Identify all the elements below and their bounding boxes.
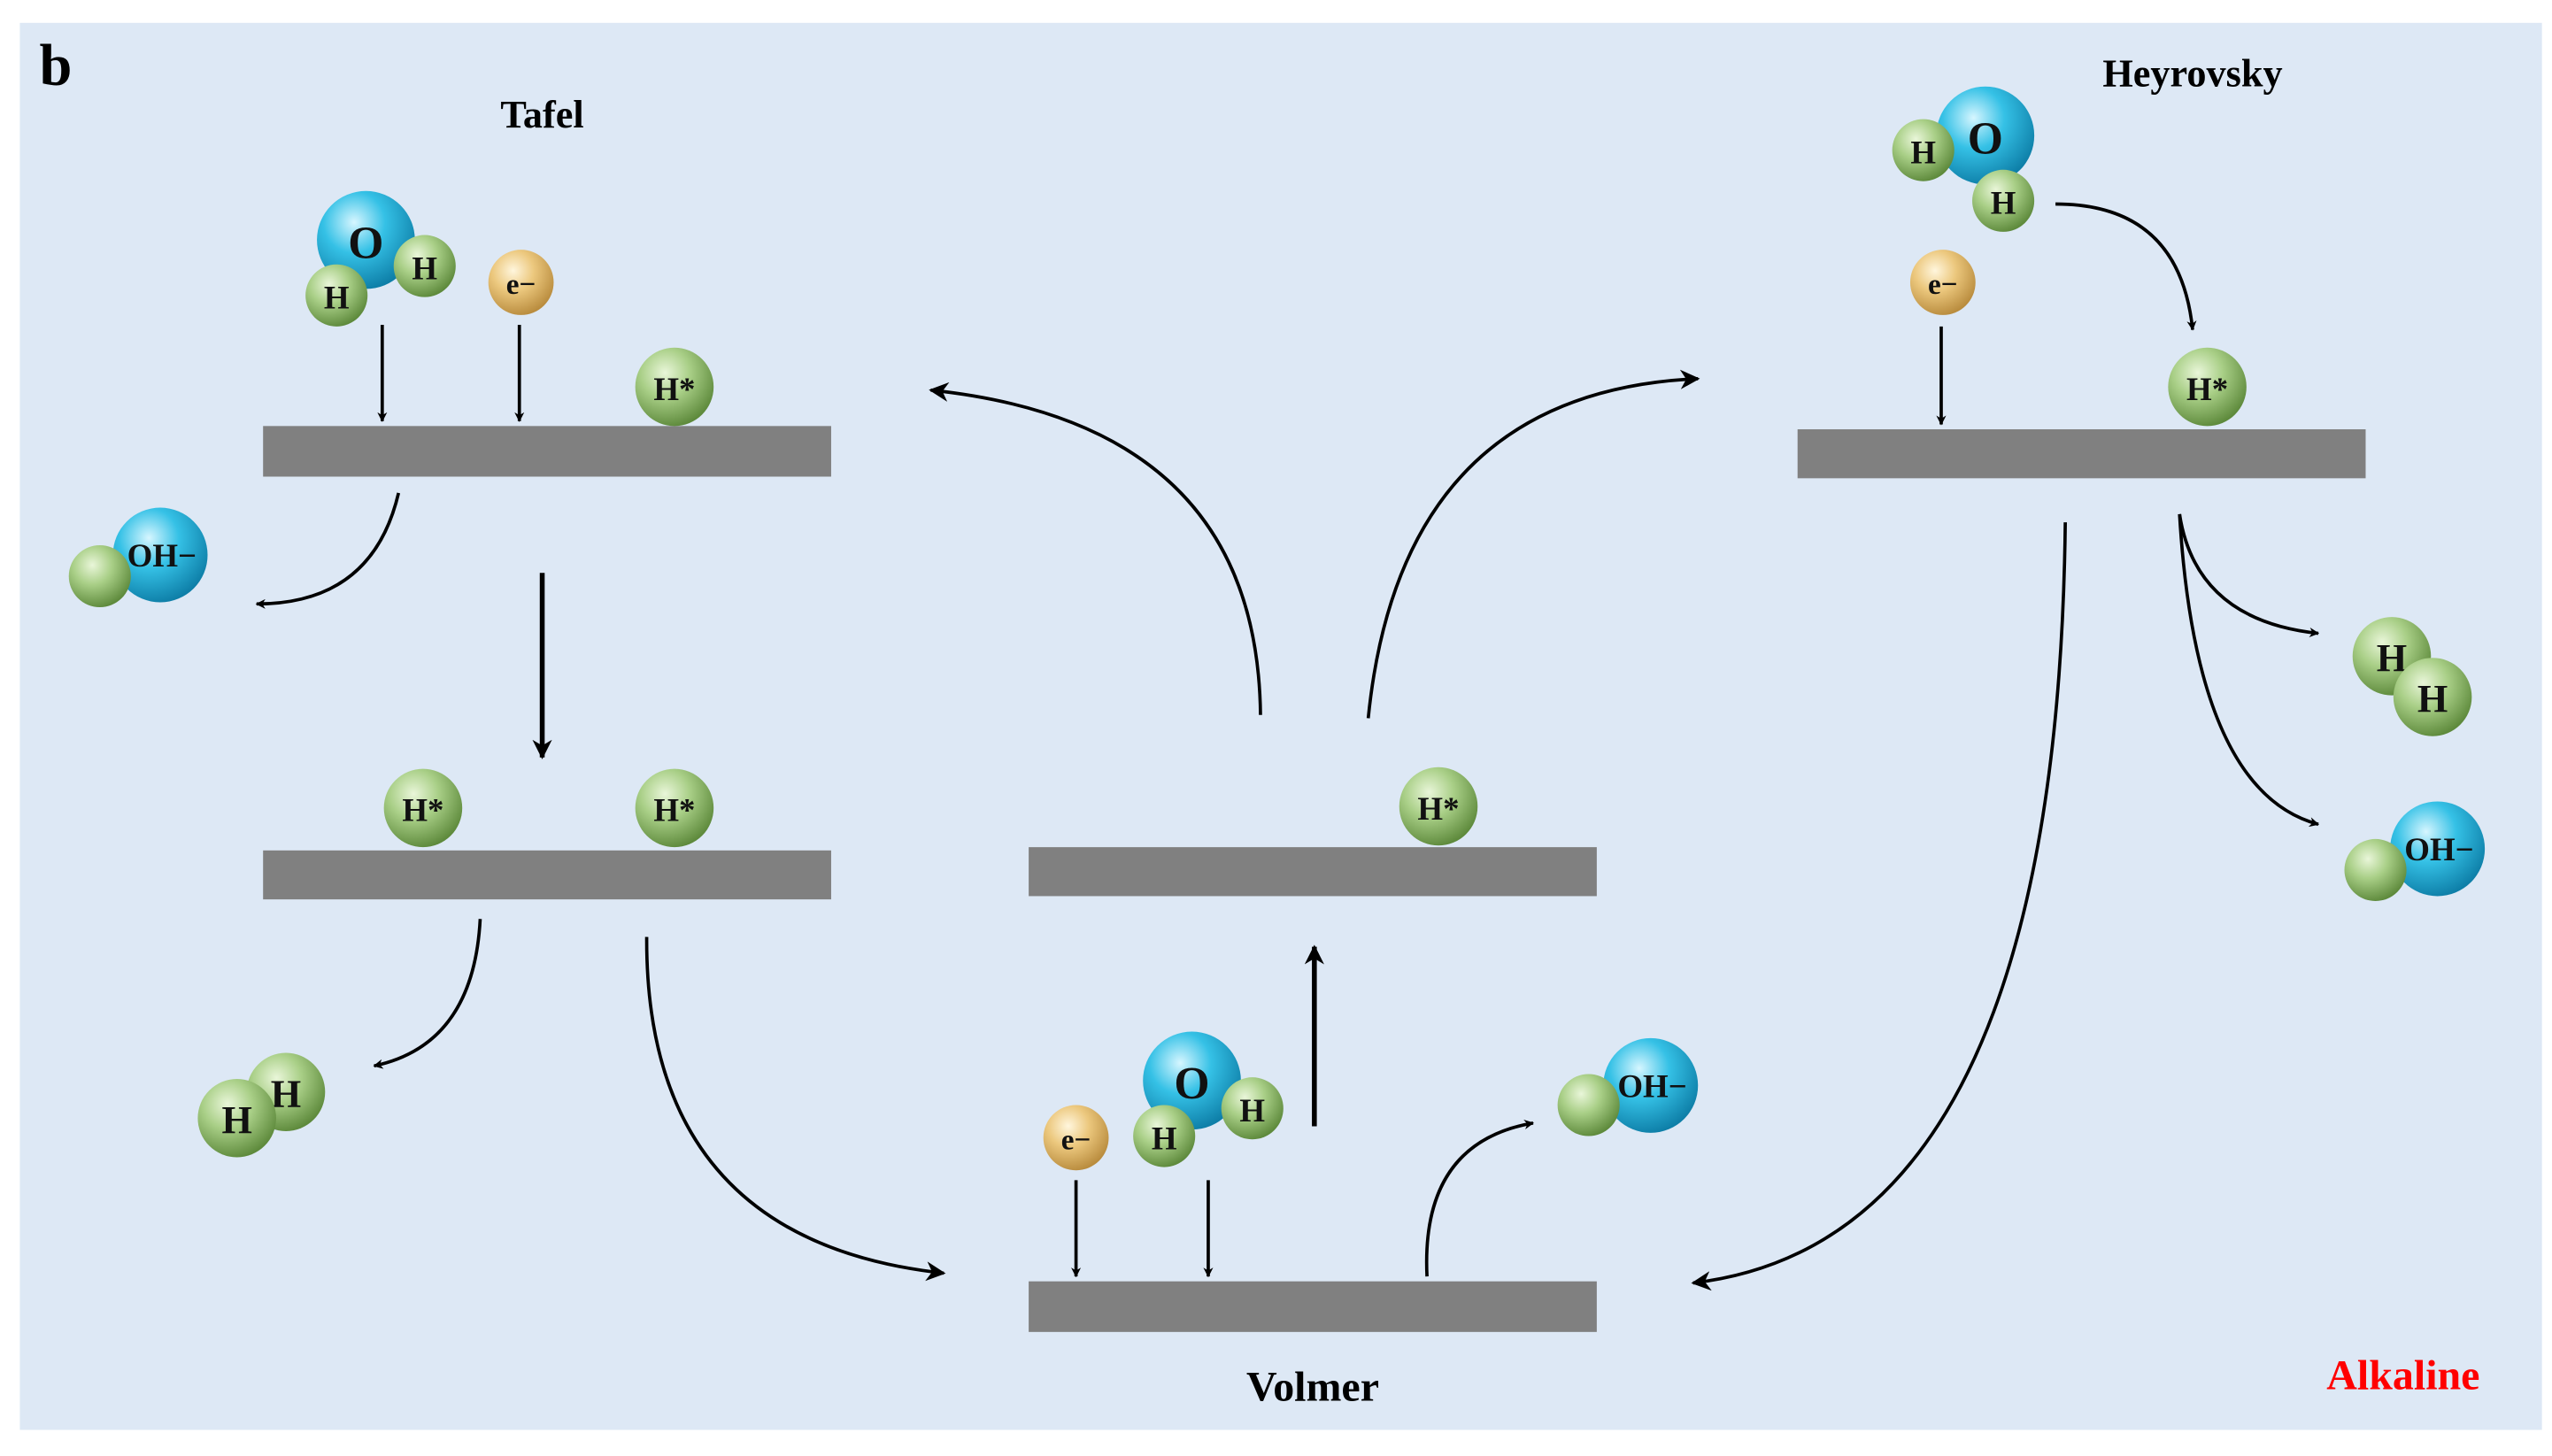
adsorbed-hydrogen-heyrovsky: H* bbox=[2168, 347, 2247, 427]
arrow-hydroxide-leaving-volmer bbox=[1424, 1120, 1535, 1277]
adsorbed-hydrogen-middle: H* bbox=[1399, 767, 1478, 846]
hydrogen-atom-label: H bbox=[2377, 636, 2407, 680]
hydrogen-atom-label: H bbox=[1991, 185, 2016, 221]
arrow-tafel-to-volmer bbox=[644, 936, 946, 1282]
hydroxide-ion-volmer: OH− bbox=[1557, 1037, 1699, 1136]
hydrogen-atom-label: H bbox=[2417, 677, 2448, 720]
hydrogen-atom-label: H bbox=[1239, 1092, 1265, 1129]
adsorbed-hydrogen-label: H* bbox=[402, 792, 443, 828]
surface-tafel-top bbox=[263, 426, 831, 477]
electron-volmer: e− bbox=[1043, 1105, 1109, 1171]
arrow-water-to-heyrovsky-site bbox=[2055, 202, 2197, 331]
oxygen-atom-label: O bbox=[1968, 113, 2003, 164]
electron-label: e− bbox=[506, 268, 536, 301]
hydrogen-atom-label: H bbox=[324, 280, 350, 316]
volmer-label: Volmer bbox=[1246, 1363, 1379, 1410]
tafel-label: Tafel bbox=[500, 93, 583, 136]
arrow-middle-to-heyrovsky bbox=[1366, 369, 1700, 719]
oxygen-atom-label: O bbox=[1174, 1059, 1209, 1109]
electron-heyrovsky: e− bbox=[1909, 250, 1976, 315]
water-molecule-heyrovsky: O H H bbox=[1892, 86, 2035, 232]
surface-tafel-bottom bbox=[263, 850, 831, 900]
surface-middle bbox=[1029, 847, 1597, 897]
hydroxide-ion-heyrovsky: OH− bbox=[2344, 801, 2486, 901]
arrow-h2-leaving-heyrovsky bbox=[2178, 513, 2320, 637]
adsorbed-hydrogen-label: H* bbox=[653, 371, 695, 407]
adsorbed-hydrogen-label: H* bbox=[1417, 790, 1459, 827]
heyrovsky-label: Heyrovsky bbox=[2102, 52, 2282, 96]
water-molecule-volmer: O H H bbox=[1133, 1031, 1284, 1167]
arrow-heyrovsky-to-volmer bbox=[1691, 522, 2068, 1291]
hydrogen-atom-label: H bbox=[1910, 134, 1936, 170]
adsorbed-hydrogen-tafel-bottom-right: H* bbox=[635, 768, 714, 848]
panel-label: b bbox=[40, 34, 73, 98]
hydroxide-label: OH− bbox=[2404, 831, 2473, 867]
hydrogen-atom-label: H bbox=[221, 1098, 251, 1142]
hydroxide-label: OH− bbox=[127, 537, 197, 574]
electron-label: e− bbox=[1928, 268, 1958, 301]
adsorbed-hydrogen-tafel-bottom-left: H* bbox=[383, 768, 463, 848]
surface-heyrovsky bbox=[1797, 429, 2366, 479]
hydroxide-label: OH− bbox=[1617, 1067, 1686, 1104]
electron-label: e− bbox=[1061, 1123, 1091, 1156]
surface-volmer bbox=[1029, 1281, 1597, 1332]
arrow-h2-leaving-tafel bbox=[373, 919, 482, 1069]
water-molecule-tafel: O H H bbox=[305, 190, 456, 327]
hydrogen-molecule-tafel: H H bbox=[197, 1052, 326, 1158]
adsorbed-hydrogen-label: H* bbox=[653, 792, 695, 828]
electron-tafel: e− bbox=[488, 250, 554, 315]
adsorbed-hydrogen-tafel-top: H* bbox=[635, 347, 714, 427]
hydrogen-atom-label: H bbox=[1152, 1120, 1177, 1156]
oxygen-atom-label: O bbox=[348, 218, 383, 268]
hydrogen-molecule-heyrovsky: H H bbox=[2352, 617, 2472, 736]
arrow-middle-to-tafel bbox=[929, 381, 1262, 715]
hydrogen-atom-label: H bbox=[412, 250, 437, 286]
condition-label: Alkaline bbox=[2326, 1352, 2479, 1398]
arrow-hydroxide-leaving-tafel bbox=[255, 492, 401, 609]
hydrogen-atom-label: H bbox=[271, 1072, 301, 1115]
arrow-hydroxide-leaving-heyrovsky bbox=[2178, 513, 2320, 828]
hydroxide-ion-tafel: OH− bbox=[68, 507, 208, 608]
adsorbed-hydrogen-label: H* bbox=[2186, 371, 2228, 407]
